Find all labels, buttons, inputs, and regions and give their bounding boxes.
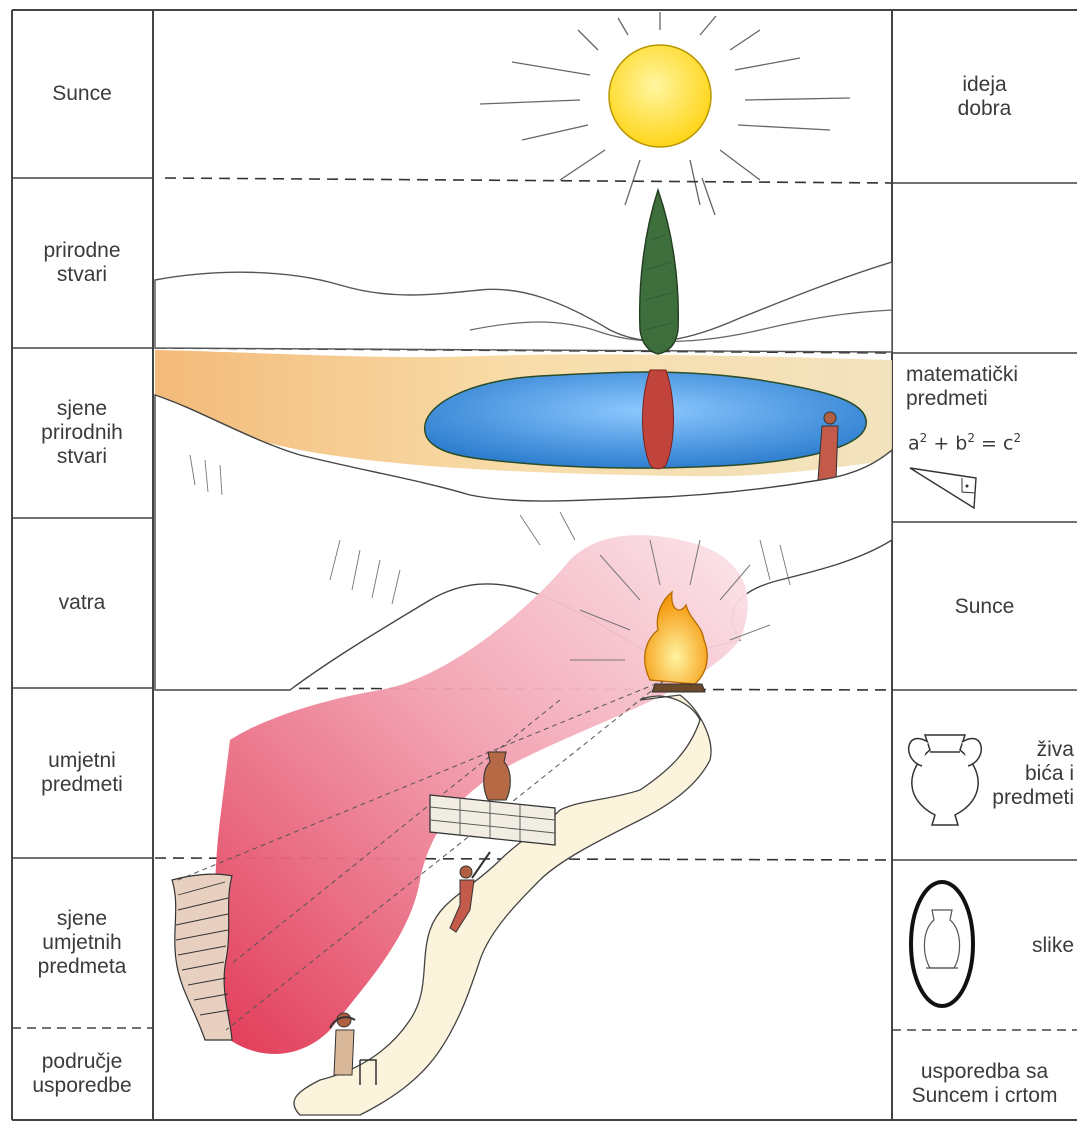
label-sun: Sunce — [12, 10, 152, 178]
label-living-beings: živa bića i predmeti — [972, 738, 1074, 810]
cypress-tree — [640, 190, 679, 354]
label-shadows-of-natural-things: sjene prirodnih stvari — [12, 348, 152, 518]
label-fire: vatra — [12, 518, 152, 688]
label-artificial-objects: umjetni predmeti — [12, 688, 152, 858]
left-column: Sunce prirodne stvari sjene prirodnih st… — [12, 10, 152, 1120]
label-sun-right: Sunce — [892, 522, 1077, 692]
label-natural-things: prirodne stvari — [12, 178, 152, 348]
low-wall — [430, 795, 555, 845]
label-shadows-of-artificial-objects: sjene umjetnih predmeta — [12, 858, 152, 1028]
label-comparison-area: područje usporedbe — [12, 1028, 152, 1120]
sun-icon — [609, 45, 711, 147]
label-comparison: usporedba sa Suncem i crtom — [892, 1060, 1077, 1108]
hills — [155, 262, 892, 352]
tree-reflection — [643, 370, 674, 469]
pythagoras-formula: a2 + b2 = c2 — [908, 426, 1021, 455]
label-idea-of-good: ideja dobra — [892, 10, 1077, 183]
label-mathematical-objects: matematički predmeti — [906, 363, 1018, 411]
label-images: slike — [1014, 934, 1074, 958]
right-column: ideja dobra matematički predmeti a2 + b2… — [892, 10, 1077, 1120]
